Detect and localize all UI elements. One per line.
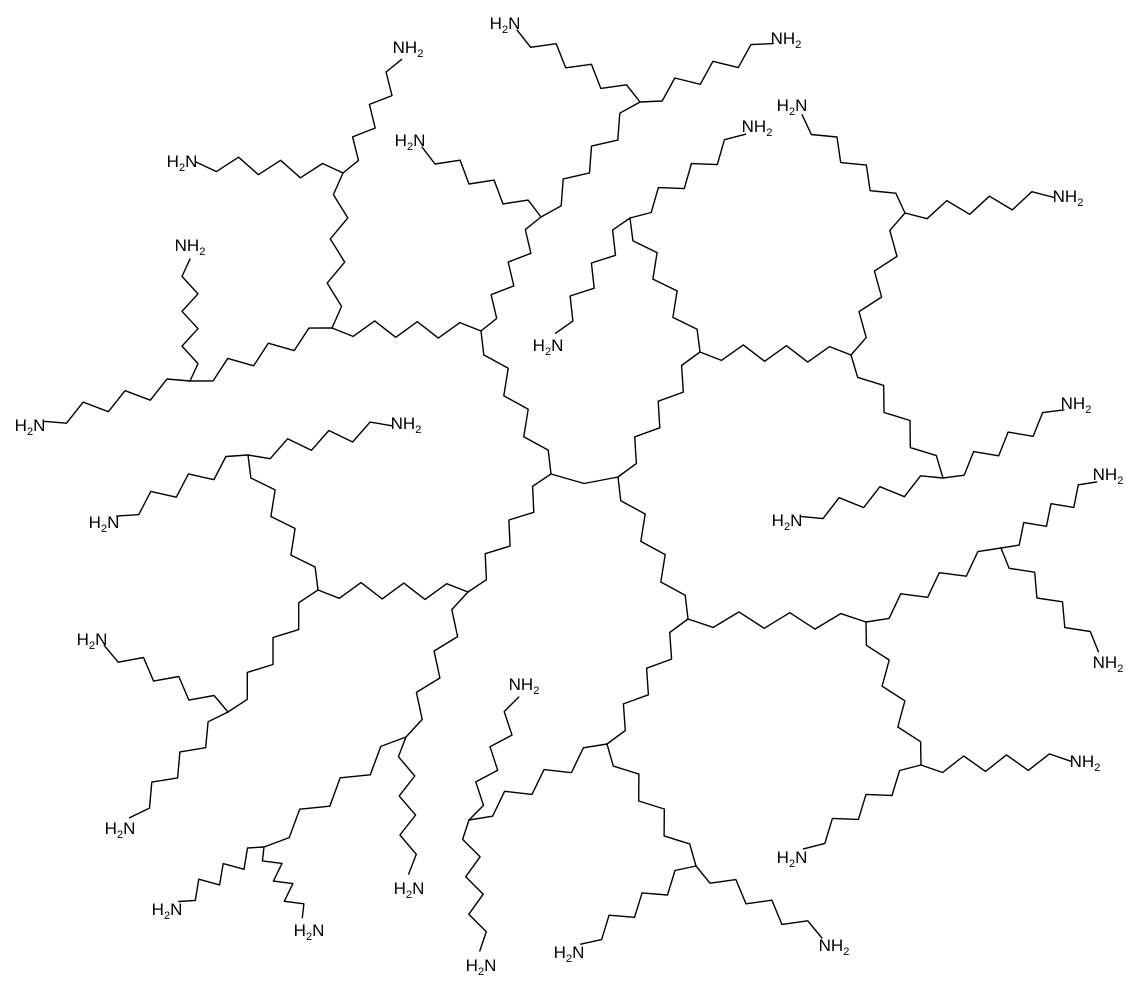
terminal-chain-bond (178, 846, 265, 903)
terminal-chain-bond (397, 736, 417, 875)
chain-bond (617, 351, 701, 478)
amine-label: NH2 (1053, 187, 1084, 209)
chain-bond (480, 216, 542, 332)
chain-bond (699, 344, 852, 363)
terminal-chain-bond (128, 711, 229, 819)
terminal-chain-bond (579, 865, 697, 945)
terminal-chain-bond (1000, 481, 1098, 549)
bond-layer (42, 29, 1100, 952)
amine-label: NH2 (509, 675, 540, 697)
chain-bond (331, 320, 482, 339)
amine-label: H2N (15, 416, 46, 438)
amine-label: H2N (294, 921, 325, 943)
chain-bond (865, 547, 1002, 623)
terminal-chain-bond (461, 819, 487, 952)
amine-label: H2N (105, 819, 136, 841)
amine-label: H2N (777, 848, 808, 870)
amine-label: H2N (89, 513, 120, 535)
amine-label: H2N (772, 511, 803, 533)
chain-bond (629, 217, 701, 353)
chain-bond (326, 172, 349, 329)
amine-label: NH2 (391, 414, 422, 436)
chain-bond (468, 743, 608, 821)
chain-bond (317, 581, 469, 601)
terminal-chain-bond (920, 753, 1072, 774)
terminal-chain-bond (904, 190, 1055, 220)
amine-label: H2N (77, 630, 108, 652)
terminal-chain-bond (799, 475, 944, 520)
amine-label: NH2 (819, 936, 850, 958)
terminal-chain-bond (42, 378, 191, 424)
terminal-chain-bond (801, 113, 906, 214)
amine-label: H2N (554, 943, 585, 965)
chain-bond (227, 589, 319, 713)
terminal-chain-bond (639, 42, 774, 103)
terminal-chain-bond (695, 865, 823, 939)
terminal-chain-bond (554, 217, 631, 334)
amine-label: H2N (533, 336, 564, 358)
amine-label: H2N (466, 956, 497, 978)
amine-label: NH2 (771, 29, 802, 51)
chain-bond (606, 743, 697, 867)
amine-label: H2N (167, 152, 198, 174)
terminal-chain-bond (421, 146, 542, 218)
chain-bond (247, 454, 319, 591)
chain-bond (850, 354, 944, 479)
terminal-chain-bond (195, 156, 344, 179)
chain-bond (865, 621, 922, 766)
chain-bond (687, 611, 867, 630)
chain-bond (405, 591, 469, 738)
chain-bond (480, 330, 552, 475)
chain-bond (617, 476, 689, 620)
chain-bond (550, 473, 619, 485)
chain-bond (263, 736, 407, 848)
amine-label: H2N (152, 900, 183, 922)
amine-label: NH2 (1061, 394, 1092, 416)
amine-label: NH2 (1093, 465, 1124, 487)
chain-bond (467, 473, 552, 593)
amine-label: NH2 (175, 236, 206, 258)
terminal-chain-bond (261, 846, 305, 919)
terminal-chain-bond (629, 133, 747, 219)
terminal-chain-bond (103, 644, 229, 713)
amine-label: NH2 (742, 117, 773, 139)
amine-label: H2N (777, 96, 808, 118)
amine-label: NH2 (1070, 752, 1101, 774)
chain-bond (850, 212, 906, 356)
terminal-chain-bond (342, 58, 403, 174)
amine-label: H2N (395, 131, 426, 153)
terminal-chain-bond (247, 421, 393, 460)
terminal-chain-bond (942, 409, 1065, 479)
amine-label: H2N (394, 879, 425, 901)
terminal-chain-bond (1000, 547, 1100, 653)
chain-bond (540, 101, 641, 218)
terminal-chain-bond (516, 29, 641, 103)
chain-bond (189, 327, 333, 382)
terminal-chain-bond (181, 258, 199, 382)
amine-label: NH2 (1093, 653, 1124, 675)
terminal-chain-bond (468, 696, 520, 821)
terminal-chain-bond (115, 454, 249, 517)
amine-label-layer: NH2H2NNH2H2NH2NH2NNH2NH2H2NH2NNH2NH2H2NN… (15, 14, 1124, 978)
amine-label: H2N (490, 14, 521, 36)
chain-bond (606, 618, 689, 745)
terminal-chain-bond (802, 764, 922, 850)
amine-label: NH2 (393, 38, 424, 60)
